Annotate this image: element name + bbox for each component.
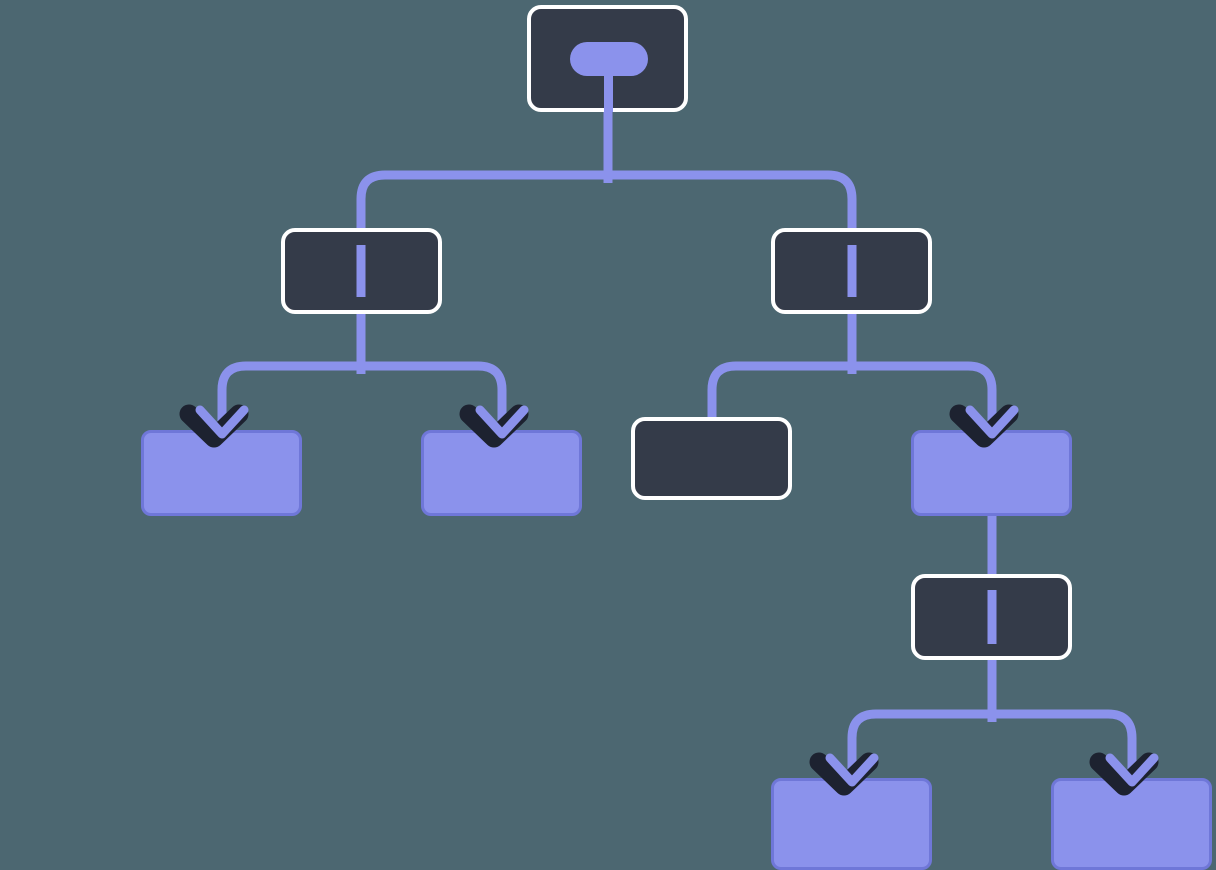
edge-p-l2a-left bbox=[217, 361, 361, 436]
node-l3a[interactable] bbox=[141, 430, 302, 516]
edge-p-l2b-right bbox=[852, 361, 997, 436]
edge-p-l2a-right bbox=[361, 361, 507, 436]
edge-p-l4a-left bbox=[847, 709, 992, 784]
node-l2b[interactable] bbox=[771, 228, 932, 314]
node-l4a[interactable] bbox=[911, 574, 1072, 660]
edge-path-group bbox=[217, 112, 1137, 784]
node-l5a[interactable] bbox=[771, 778, 932, 870]
edge-p-l4a-right bbox=[992, 709, 1137, 784]
edge-p-root-split bbox=[356, 170, 608, 228]
node-l3b[interactable] bbox=[421, 430, 582, 516]
node-l3c[interactable] bbox=[631, 417, 792, 500]
node-l2a[interactable] bbox=[281, 228, 442, 314]
edge-p-l2b-left bbox=[707, 361, 852, 420]
pill-badge-icon bbox=[570, 42, 648, 76]
node-root[interactable] bbox=[527, 5, 688, 112]
node-l3d[interactable] bbox=[911, 430, 1072, 516]
pill-stem-line bbox=[604, 76, 613, 112]
node-l5b[interactable] bbox=[1051, 778, 1212, 870]
edge-p-root-split2 bbox=[608, 170, 857, 228]
